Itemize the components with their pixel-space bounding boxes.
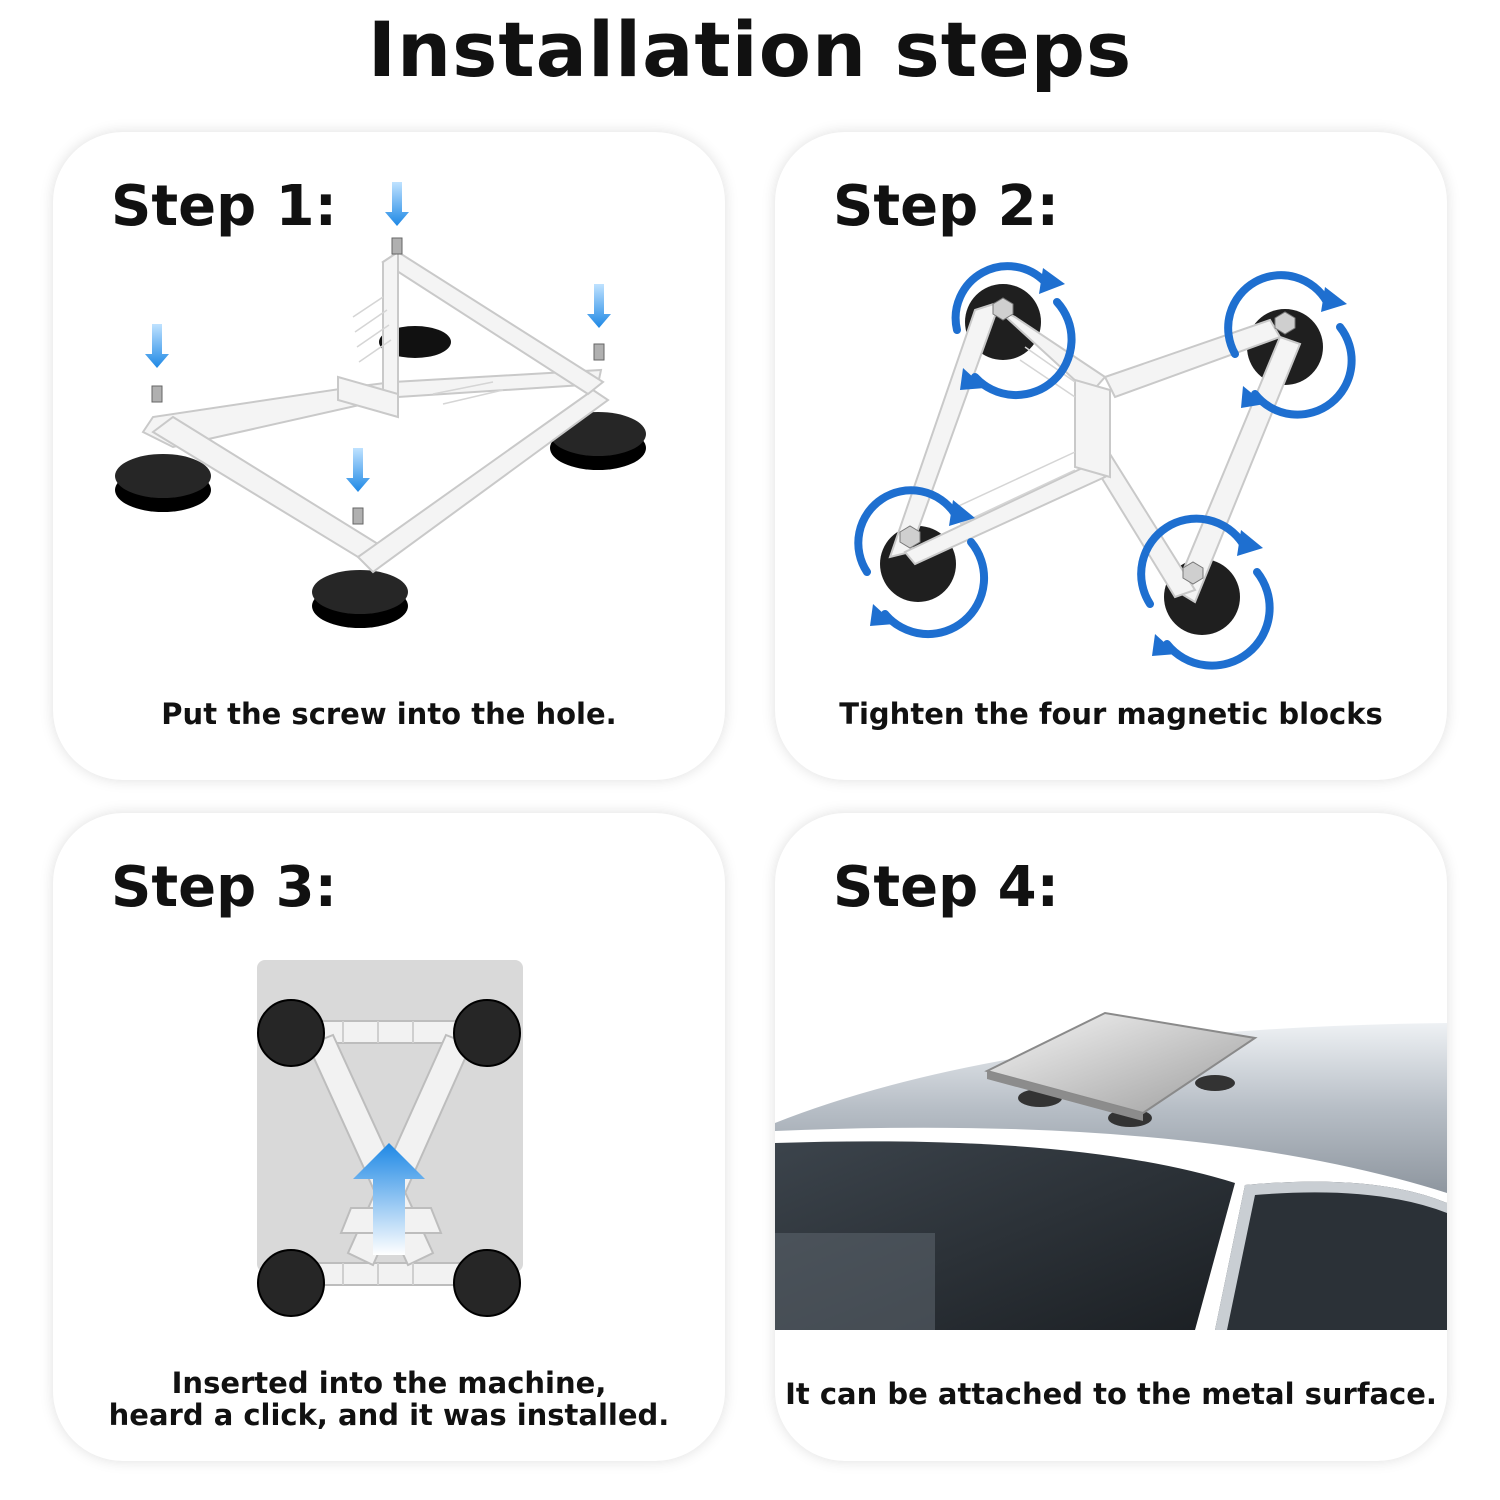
step-2-title: Step 2: bbox=[833, 174, 1060, 239]
step-3-insert-illustration bbox=[257, 960, 523, 1317]
bolt-icon bbox=[992, 297, 1014, 321]
car-side-window bbox=[1215, 1181, 1447, 1330]
bracket-frame bbox=[141, 250, 610, 574]
magnet-icon bbox=[453, 999, 521, 1067]
screw-icon bbox=[593, 343, 605, 361]
step-4-title: Step 4: bbox=[833, 855, 1060, 920]
rotate-arrow-icon bbox=[951, 262, 1049, 334]
magnet-icon bbox=[257, 1249, 325, 1317]
step-1-title: Step 1: bbox=[111, 174, 338, 239]
step-2-card: Step 2: bbox=[775, 132, 1447, 780]
step-3-title: Step 3: bbox=[111, 855, 338, 920]
arrow-down-icon bbox=[346, 448, 370, 492]
magnet-icon bbox=[115, 454, 211, 512]
arrow-up-icon bbox=[353, 1143, 425, 1255]
step-3-caption-line-2: heard a click, and it was installed. bbox=[108, 1398, 670, 1432]
rotate-arrow-icon bbox=[1224, 271, 1331, 358]
step-1-card: Step 1: bbox=[53, 132, 725, 780]
bolt-icon bbox=[1182, 561, 1204, 585]
magnet-icon bbox=[453, 1249, 521, 1317]
step-4-caption: It can be attached to the metal surface. bbox=[785, 1377, 1437, 1411]
arrow-down-icon bbox=[145, 324, 169, 368]
rotate-arrow-icon bbox=[1137, 514, 1247, 608]
step-2-caption: Tighten the four magnetic blocks bbox=[839, 697, 1383, 731]
arrow-down-icon bbox=[587, 284, 611, 328]
step-3-caption-line-1: Inserted into the machine, bbox=[171, 1366, 607, 1400]
step-2-bracket-illustration bbox=[854, 262, 1356, 670]
magnet-icon bbox=[257, 999, 325, 1067]
magnet-icon bbox=[312, 570, 408, 628]
step-4-car-roof-photo bbox=[775, 1011, 1447, 1330]
rotate-arrow-icon bbox=[1163, 568, 1274, 670]
rotate-arrow-icon bbox=[881, 538, 989, 639]
screw-icon bbox=[151, 385, 163, 403]
screw-icon bbox=[391, 237, 403, 255]
step-1-bracket-illustration bbox=[115, 182, 646, 628]
rotate-arrow-icon bbox=[971, 298, 1076, 400]
screw-icon bbox=[352, 507, 364, 525]
step-4-card: Step 4: bbox=[775, 813, 1447, 1461]
bolt-icon bbox=[1274, 311, 1296, 335]
satellite-dish bbox=[984, 1011, 1258, 1127]
rotate-arrow-icon bbox=[1251, 323, 1356, 419]
rotate-arrow-icon bbox=[854, 486, 959, 576]
arrow-down-icon bbox=[385, 182, 409, 226]
page-title: Installation steps bbox=[367, 5, 1133, 94]
bolt-icon bbox=[899, 525, 921, 549]
step-3-card: Step 3: bbox=[53, 813, 725, 1461]
step-1-caption: Put the screw into the hole. bbox=[161, 697, 617, 731]
bracket-ribs bbox=[352, 296, 504, 405]
